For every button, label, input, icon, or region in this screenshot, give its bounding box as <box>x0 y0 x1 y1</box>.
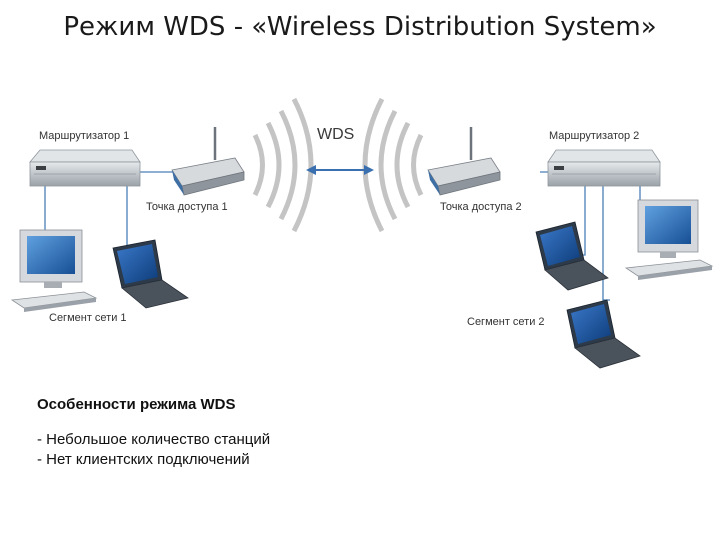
router-1-label: Маршрутизатор 1 <box>39 130 130 142</box>
laptop-2a-icon <box>535 221 609 291</box>
access-point-1-label: Точка доступа 1 <box>146 201 228 213</box>
router-2-icon <box>547 149 661 187</box>
laptop-2b-icon <box>566 299 641 369</box>
notes-heading: Особенности режима WDS <box>37 396 236 413</box>
notes-item: - Нет клиентских подключений <box>37 451 250 468</box>
access-point-1-icon <box>171 127 245 196</box>
desktop-pc-2-icon <box>624 199 714 280</box>
router-1-icon <box>29 149 141 187</box>
radio-waves-right-icon <box>362 97 424 233</box>
wds-link-arrow <box>306 165 374 175</box>
wds-link-label: WDS <box>317 126 355 143</box>
notes-block: Особенности режима WDS - Небольшое колич… <box>37 396 270 470</box>
segment-2-label: Сегмент сети 2 <box>467 316 545 328</box>
router-2-label: Маршрутизатор 2 <box>549 130 640 142</box>
page-title: Режим WDS - «Wireless Distribution Syste… <box>63 12 657 42</box>
access-point-2-icon <box>427 127 501 196</box>
access-point-2-label: Точка доступа 2 <box>440 201 522 213</box>
notes-item: - Небольшое количество станций <box>37 431 271 448</box>
radio-waves-left-icon <box>252 97 314 233</box>
laptop-1-icon <box>112 239 189 309</box>
segment-1-label: Сегмент сети 1 <box>49 312 127 324</box>
desktop-pc-1-icon <box>10 229 98 312</box>
